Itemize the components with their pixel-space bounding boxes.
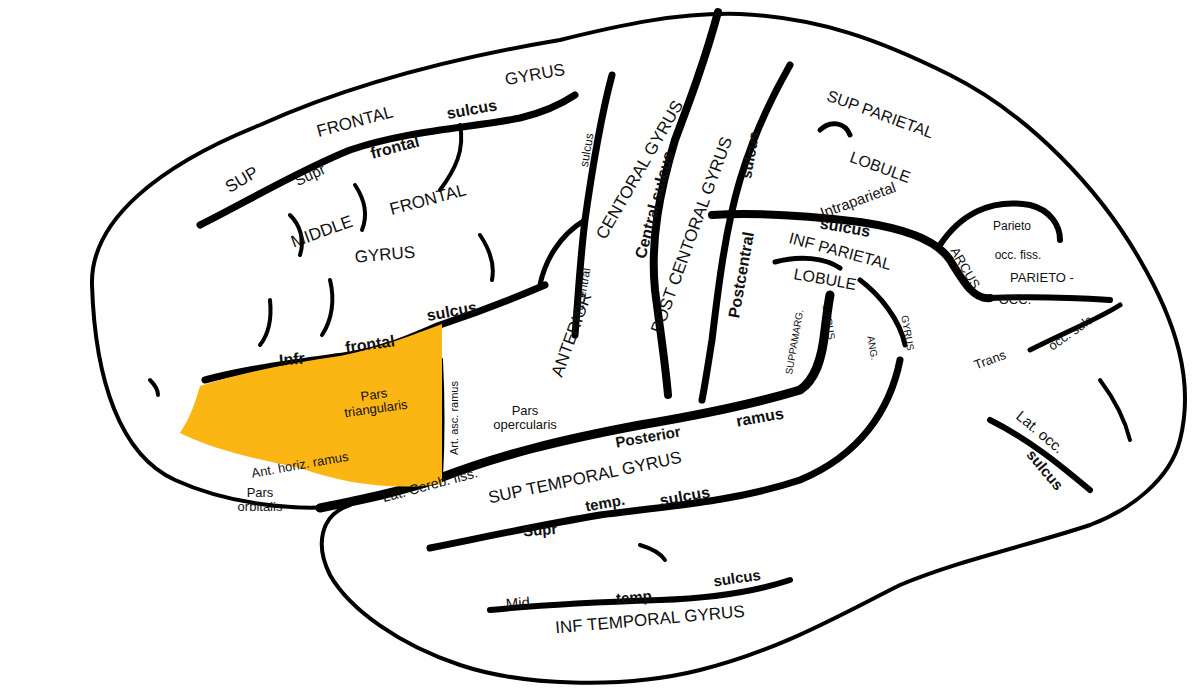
sulcus-branch — [440, 125, 461, 190]
frontal-dimple — [480, 235, 493, 280]
region-fill — [180, 324, 442, 487]
anatomy-label: Infr — [278, 351, 305, 370]
temporal-dimple — [1100, 380, 1130, 440]
temporal-dimple — [640, 545, 665, 560]
supramarginal-sulcus — [775, 258, 840, 268]
anatomy-label: Art. asc. ramus — [449, 381, 461, 455]
highlighted-region: Pars triangularis — [170, 318, 450, 498]
frontal-dimple — [355, 185, 365, 230]
anatomy-label: Mid. — [505, 594, 535, 612]
parietal-sulcus — [820, 124, 850, 135]
anatomy-label: PARIETO - — [1010, 271, 1074, 285]
anatomy-label: Parieto — [993, 220, 1031, 233]
superior-frontal-sulcus — [200, 95, 575, 225]
anatomy-label: occ. fiss. — [995, 249, 1042, 262]
postcentral-sulcus — [702, 65, 790, 400]
angular-sulcus — [860, 280, 905, 345]
anatomy-label: OCC. — [999, 293, 1032, 307]
frontal-dimple — [150, 380, 158, 395]
anatomy-label: temp. — [615, 587, 656, 606]
parieto-occipital-fissure — [940, 203, 1060, 245]
anatomy-label: Pars opercularis — [483, 404, 568, 431]
frontal-dimple — [322, 280, 332, 335]
brain-outline — [92, 14, 1185, 683]
frontal-dimple — [260, 300, 271, 345]
anatomy-label: Pars orbitalis — [230, 486, 290, 513]
anatomy-label: Supr — [522, 521, 557, 540]
